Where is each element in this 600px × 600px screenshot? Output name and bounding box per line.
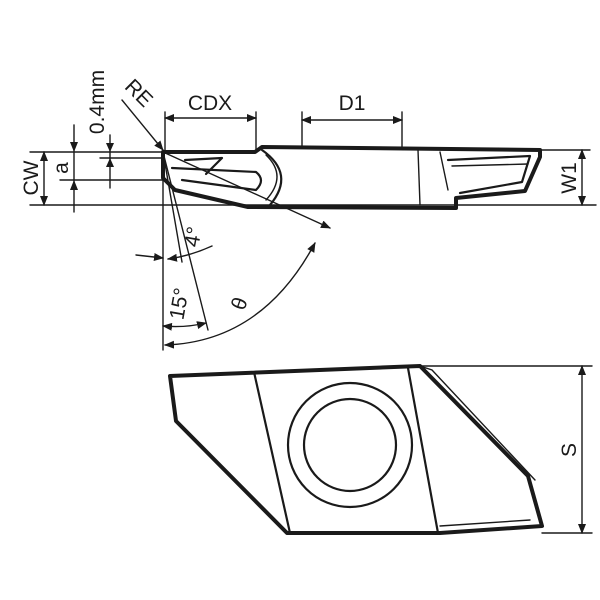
side-view bbox=[161, 145, 542, 210]
offset-arrow-bottom bbox=[106, 158, 114, 167]
top-view bbox=[168, 364, 544, 535]
a-arrow-bottom bbox=[70, 180, 78, 190]
clamping-hole-inner bbox=[302, 397, 398, 493]
angle-4-label: 4° bbox=[181, 225, 207, 249]
top-view-chamfer bbox=[419, 365, 536, 481]
chip-breaker-groove bbox=[170, 166, 263, 192]
side-view-outline bbox=[161, 145, 542, 210]
shank-edge-left bbox=[417, 149, 421, 206]
theta-line bbox=[162, 151, 331, 229]
angle-15-label: 15° bbox=[166, 286, 194, 321]
a-label: a bbox=[50, 162, 73, 174]
re-label: RE bbox=[120, 75, 157, 112]
end-groove-inner bbox=[451, 163, 529, 167]
theta-arc bbox=[164, 242, 316, 349]
top-view-edge-left bbox=[252, 370, 292, 535]
theta-label: θ bbox=[227, 294, 253, 313]
groove-radius bbox=[260, 148, 283, 207]
angle-4-arrow-left bbox=[135, 253, 164, 261]
chip-breaker-inner bbox=[183, 156, 224, 176]
end-groove bbox=[446, 154, 532, 195]
top-view-outline bbox=[168, 364, 544, 535]
shank-edge-right bbox=[439, 151, 449, 191]
top-view-relief bbox=[439, 519, 531, 527]
angle-15-arc bbox=[162, 321, 207, 331]
a-arrow-top bbox=[70, 142, 78, 152]
top-view-edge-right bbox=[406, 366, 440, 535]
clamping-hole-outer bbox=[286, 381, 414, 509]
d1-label: D1 bbox=[339, 92, 366, 115]
w1-label: W1 bbox=[558, 162, 581, 194]
cdx-label: CDX bbox=[188, 92, 232, 115]
cw-label: CW bbox=[20, 160, 43, 195]
groove-radius-inner bbox=[265, 154, 278, 201]
re-leader bbox=[121, 99, 164, 151]
offset-label: 0.4mm bbox=[86, 70, 109, 134]
s-label: S bbox=[558, 443, 581, 457]
offset-arrow-top bbox=[106, 143, 114, 152]
